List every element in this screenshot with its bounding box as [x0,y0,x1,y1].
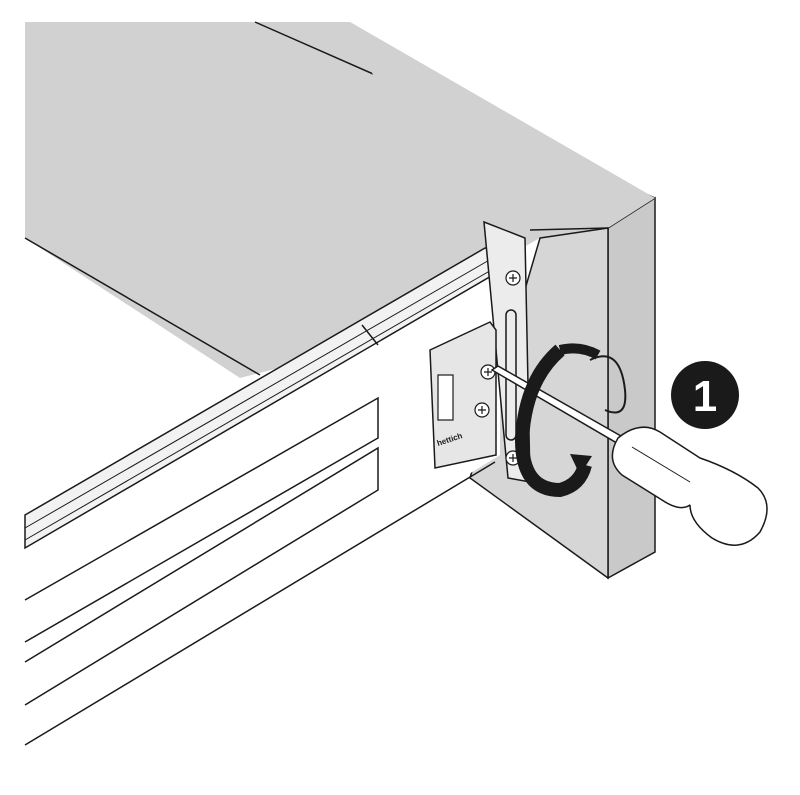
side-bottom-edge [24,461,496,746]
rail-line [24,254,499,529]
screw-cross [509,274,517,282]
front-panel-edge [529,227,609,231]
adjustment-clip [429,321,497,469]
side-groove-upper [24,396,379,643]
rotation-arrow-icon [514,343,627,498]
drawer-side-profile [25,248,500,745]
screw-cross [478,406,486,414]
rail-joint [361,324,379,346]
drawer-top-front-edge [24,237,261,376]
step-marker-circle [671,361,739,429]
screw-cross [509,454,517,462]
clip-window [437,374,454,421]
front-panel-inner-face [350,22,655,232]
step-marker: 1 [671,361,739,429]
rail-line [24,264,501,541]
side-groove-lower [24,446,379,706]
screw-cross [484,368,492,376]
screwdriver-icon [490,365,768,546]
step-number: 1 [693,372,717,421]
front-panel-face [607,196,656,580]
